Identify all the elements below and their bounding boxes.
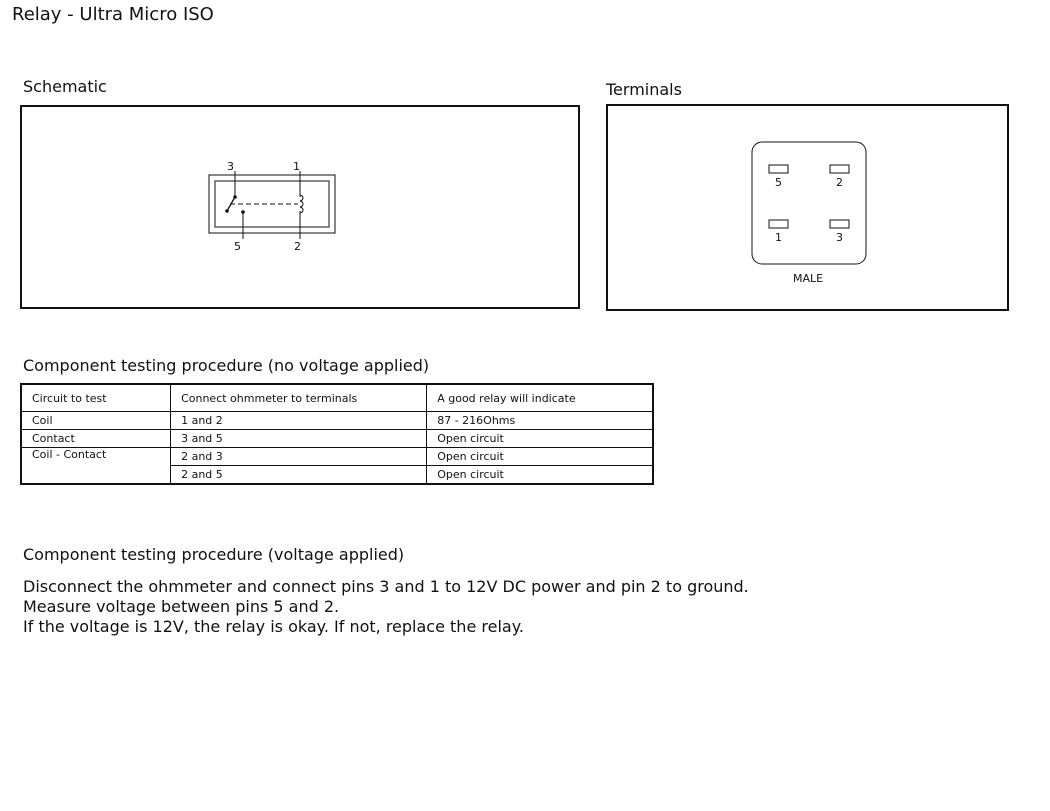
- voltage-test-instructions: Disconnect the ohmmeter and connect pins…: [23, 577, 749, 637]
- table-cell: Open circuit: [426, 465, 654, 485]
- terminal-5-label: 5: [775, 176, 782, 189]
- terminal-2-label: 2: [836, 176, 843, 189]
- schematic-pin-3-label: 3: [227, 160, 234, 173]
- terminal-1-slot: [768, 219, 789, 229]
- connector-outline: [751, 141, 867, 265]
- table-header-cell: A good relay will indicate: [426, 383, 654, 412]
- terminal-3-slot: [829, 219, 850, 229]
- table-row: 2 and 5 Open circuit: [21, 465, 654, 485]
- table-cell: Contact: [20, 429, 172, 448]
- terminals-label: Terminals: [606, 80, 682, 99]
- contact-point-5: [241, 210, 245, 214]
- schematic-panel: 3 1 5 2: [20, 105, 580, 309]
- instruction-line: Disconnect the ohmmeter and connect pins…: [23, 577, 749, 596]
- schematic-pin-1-label: 1: [293, 160, 300, 173]
- table-cell: 2 and 5: [170, 465, 428, 485]
- table-cell: 2 and 3: [170, 447, 428, 466]
- table-header-row: Circuit to test Connect ohmmeter to term…: [20, 383, 654, 412]
- schematic-label: Schematic: [23, 77, 107, 96]
- voltage-test-title: Component testing procedure (voltage app…: [23, 545, 405, 564]
- table-cell: Coil - Contact: [20, 447, 172, 485]
- terminals-panel: 5 2 1 3 MALE: [606, 104, 1009, 311]
- connector-gender-label: MALE: [793, 272, 823, 285]
- no-voltage-test-title: Component testing procedure (no voltage …: [23, 356, 430, 375]
- table-cell: Open circuit: [426, 429, 654, 448]
- relay-body-inner: [214, 180, 330, 228]
- table-cell: 1 and 2: [170, 411, 428, 430]
- table-row: Coil 1 and 2 87 - 216Ohms: [20, 411, 654, 430]
- table-cell: Open circuit: [426, 447, 654, 466]
- contact-point-3: [233, 195, 237, 199]
- relay-schematic-diagram: 3 1 5 2: [208, 160, 336, 253]
- relay-body-outer: [208, 174, 336, 234]
- switch-pivot: [225, 209, 229, 213]
- table-row: Coil - Contact 2 and 3 Open circuit: [20, 447, 654, 485]
- page-title: Relay - Ultra Micro ISO: [12, 4, 214, 25]
- instruction-line: Measure voltage between pins 5 and 2.: [23, 597, 340, 616]
- table-row: Contact 3 and 5 Open circuit: [20, 429, 654, 448]
- no-voltage-test-table: Circuit to test Connect ohmmeter to term…: [20, 383, 654, 485]
- table-cell: Coil: [20, 411, 172, 430]
- coil-icon: [299, 194, 304, 214]
- terminal-2-slot: [829, 164, 850, 174]
- terminal-5-slot: [768, 164, 789, 174]
- table-cell: 87 - 216Ohms: [426, 411, 654, 430]
- table-header-cell: Connect ohmmeter to terminals: [170, 383, 428, 412]
- terminal-connector-diagram: 5 2 1 3 MALE: [751, 141, 867, 285]
- schematic-pin-5-label: 5: [234, 240, 241, 253]
- terminal-3-label: 3: [836, 231, 843, 244]
- terminal-1-label: 1: [775, 231, 782, 244]
- schematic-pin-2-label: 2: [294, 240, 301, 253]
- instruction-line: If the voltage is 12V, the relay is okay…: [23, 617, 524, 636]
- table-cell: 3 and 5: [170, 429, 428, 448]
- table-header-cell: Circuit to test: [20, 383, 172, 412]
